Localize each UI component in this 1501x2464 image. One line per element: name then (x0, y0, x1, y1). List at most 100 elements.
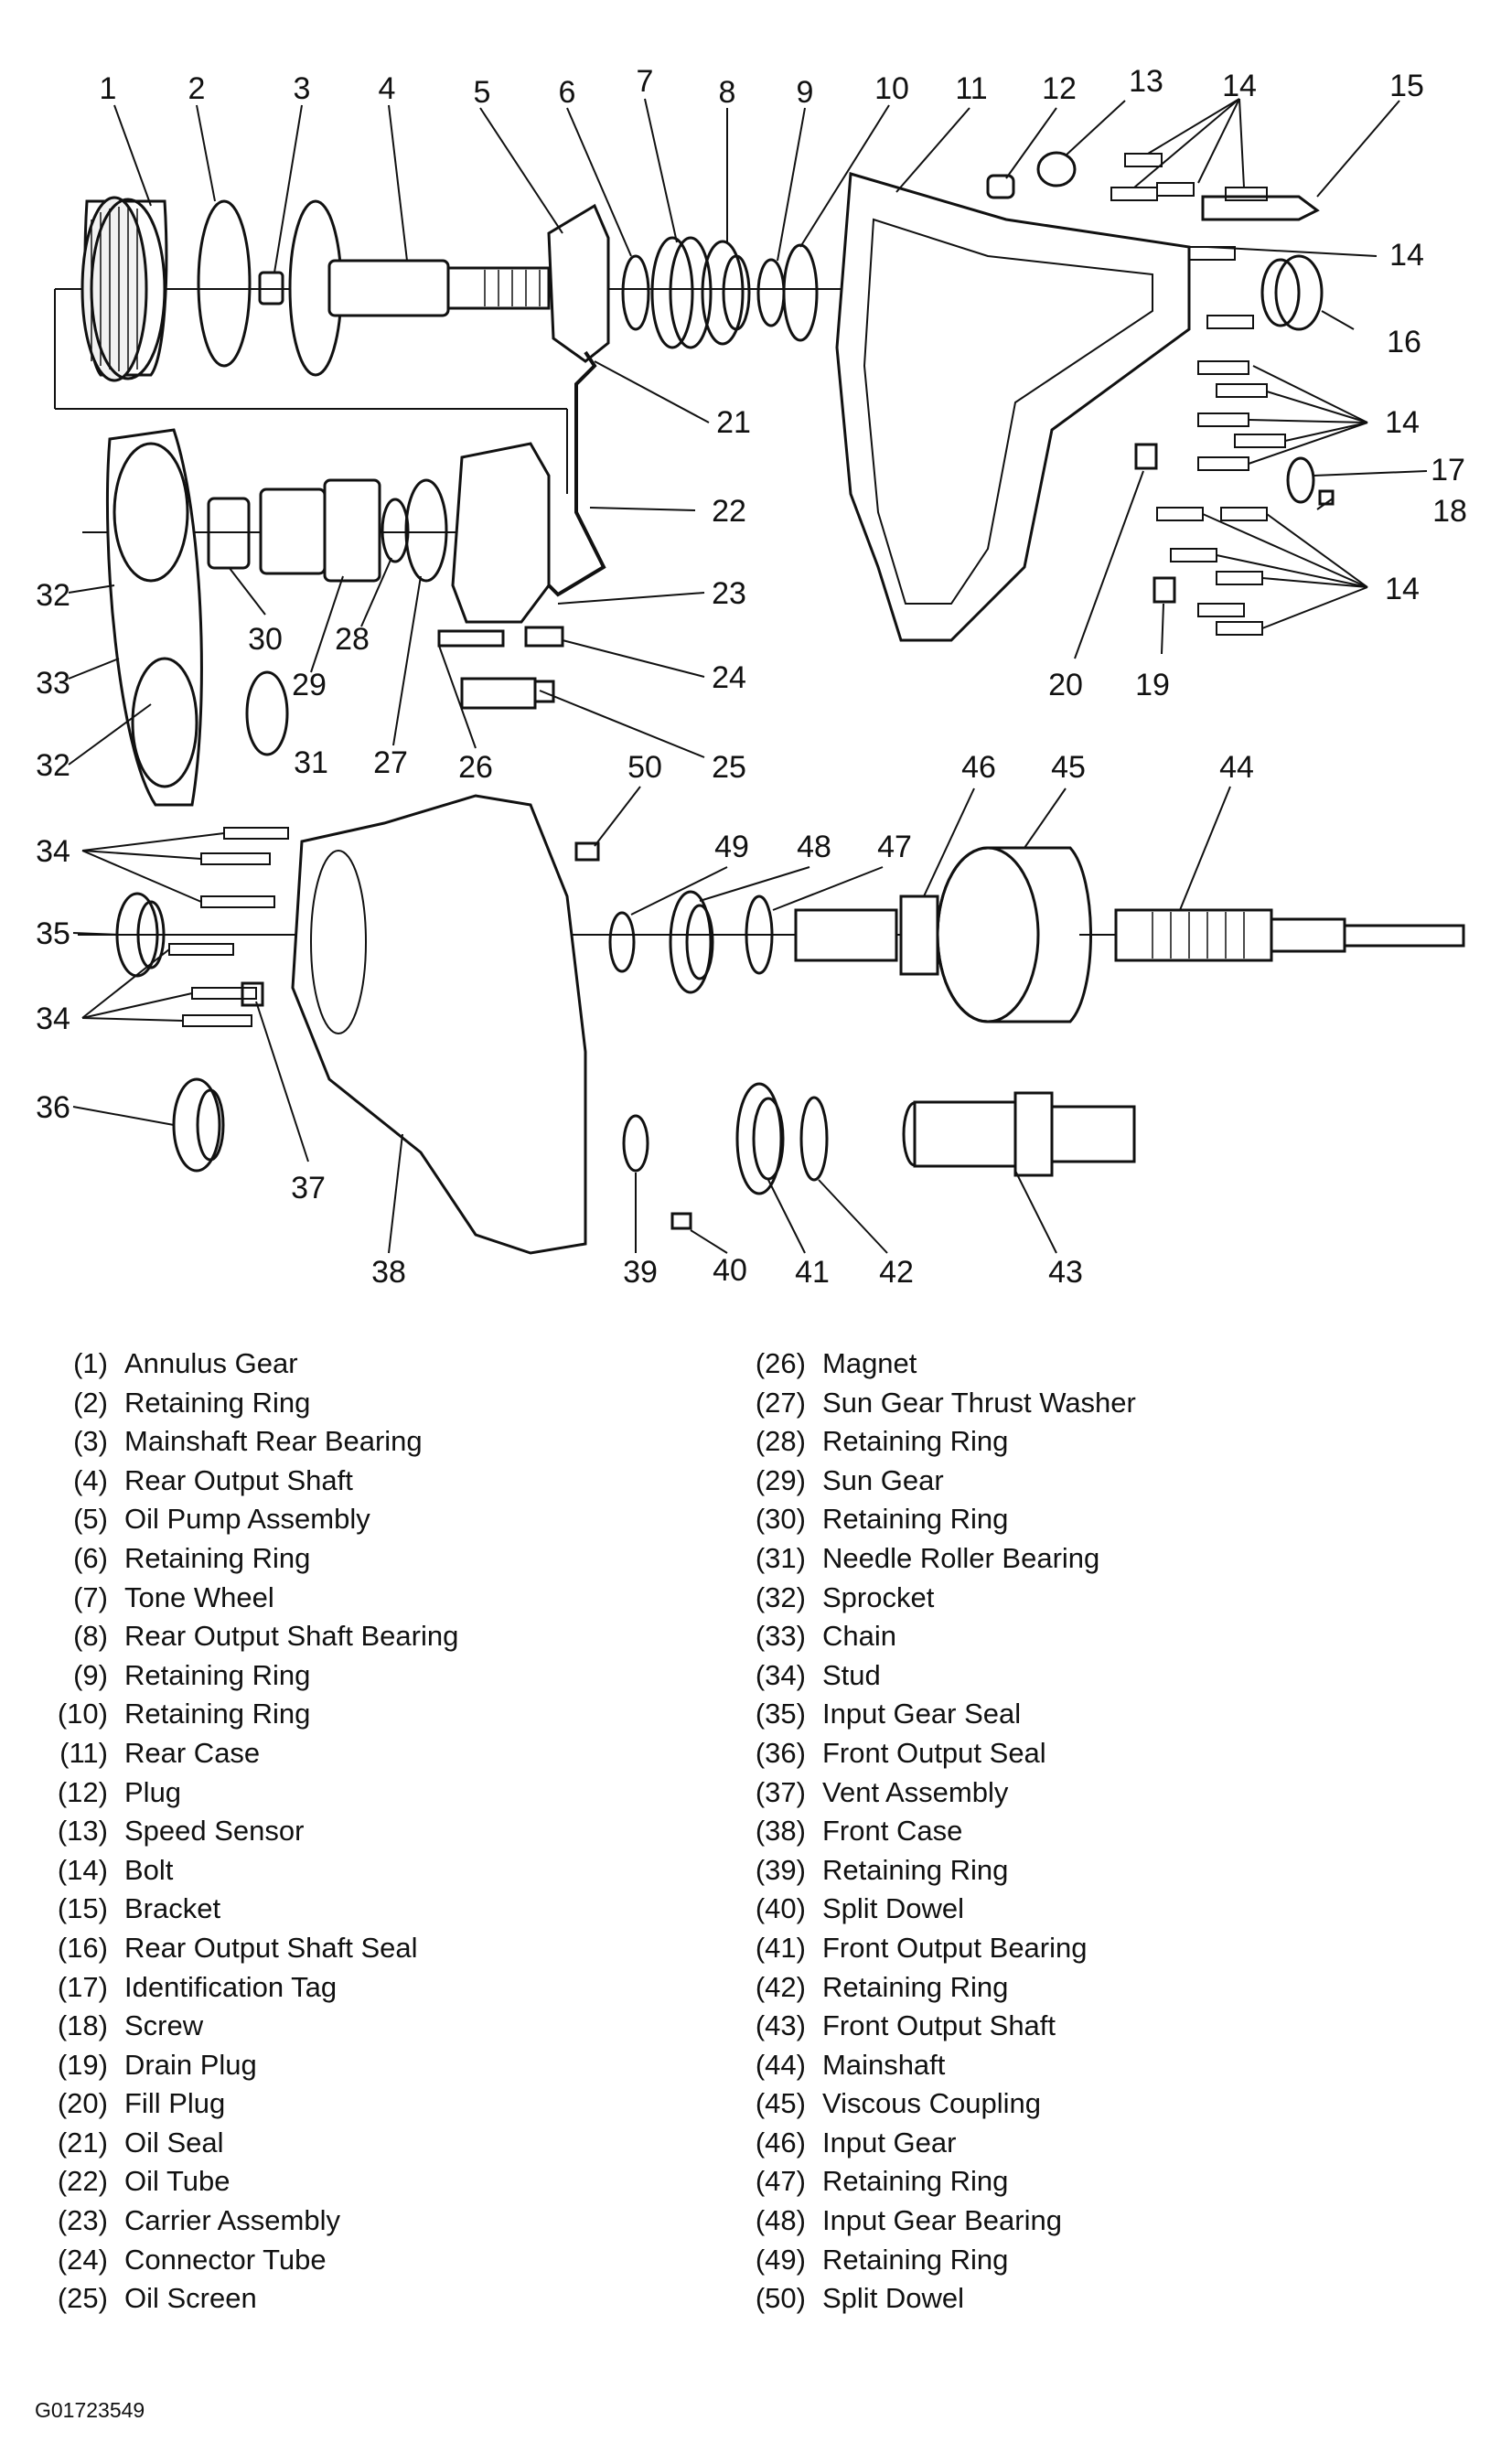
legend-item: (11) Rear Case (29, 1734, 458, 1773)
legend-label: Magnet (822, 1347, 917, 1379)
callout: 16 (1387, 325, 1421, 359)
legend-number: (33) (755, 1620, 806, 1653)
legend-number: (2) (73, 1386, 108, 1419)
legend-number: (19) (57, 2048, 108, 2081)
callout: 34 (36, 1002, 70, 1036)
legend-number: (30) (755, 1503, 806, 1536)
legend-item: (37) Vent Assembly (727, 1773, 1136, 1813)
callout: 44 (1219, 750, 1254, 785)
callout: 19 (1135, 668, 1170, 702)
callout: 3 (294, 71, 311, 106)
legend-number: (48) (755, 2204, 806, 2237)
legend-label: Retaining Ring (822, 1970, 1009, 2003)
legend-item: (46)Input Gear (727, 2124, 1136, 2163)
callout: 42 (879, 1255, 914, 1290)
legend-item: (9)Retaining Ring (29, 1656, 458, 1696)
plug (986, 174, 1015, 199)
legend-label: Rear Case (124, 1736, 261, 1769)
legend-label: Front Output Shaft (822, 2009, 1056, 2042)
legend-number: (18) (57, 2009, 108, 2042)
legend-item: (3)Mainshaft Rear Bearing (29, 1422, 458, 1462)
legend-item: (24)Connector Tube (29, 2241, 458, 2280)
vent-assembly (241, 981, 264, 1007)
callout: 14 (1222, 69, 1257, 103)
callout: 15 (1389, 69, 1424, 103)
callout: 18 (1432, 494, 1467, 529)
callout: 8 (719, 75, 736, 110)
legend-label: Oil Pump Assembly (124, 1503, 370, 1536)
legend-item: (41)Front Output Bearing (727, 1929, 1136, 1968)
retaining-ring-49 (608, 911, 636, 973)
callout: 45 (1051, 750, 1086, 785)
legend-item: (29)Sun Gear (727, 1462, 1136, 1501)
legend-number: (16) (57, 1931, 108, 1964)
legend-item: (13)Speed Sensor (29, 1812, 458, 1851)
legend-item: (16) Rear Output Shaft Seal (29, 1929, 458, 1968)
leader-lines (68, 98, 1428, 1254)
callout: 20 (1048, 668, 1083, 702)
legend-label: Drain Plug (124, 2048, 257, 2081)
rear-output-shaft-bearing (701, 240, 751, 346)
callout: 9 (797, 75, 814, 110)
callout: 32 (36, 748, 70, 783)
callout: 14 (1385, 572, 1420, 606)
callout: 25 (712, 750, 746, 785)
legend-item: (48)Input Gear Bearing (727, 2202, 1136, 2241)
legend-item: (14)Bolt (29, 1851, 458, 1891)
callout: 38 (371, 1255, 406, 1290)
callout: 24 (712, 660, 746, 695)
legend-label: Rear Output Shaft Seal (124, 1931, 418, 1964)
legend-label: Vent Assembly (822, 1775, 1009, 1808)
speed-sensor (1036, 151, 1077, 187)
legend-item: (30) Retaining Ring (727, 1500, 1136, 1539)
callout: 32 (36, 578, 70, 613)
legend-number: (50) (755, 2282, 806, 2315)
legend-label: Front Output Bearing (822, 1931, 1088, 1964)
callout: 22 (712, 494, 746, 529)
legend-label: Oil Tube (124, 2165, 231, 2198)
legend-label: Plug (124, 1775, 182, 1808)
legend-number: (9) (73, 1658, 108, 1691)
legend-number: (37) (755, 1775, 806, 1808)
legend-number: (34) (755, 1658, 806, 1691)
legend-number: (29) (755, 1463, 806, 1496)
legend-item: (10)Retaining Ring (29, 1695, 458, 1734)
legend-label: Retaining Ring (822, 2243, 1009, 2276)
legend-label: Retaining Ring (822, 1853, 1009, 1886)
legend-number: (49) (755, 2243, 806, 2276)
legend-label: Rear Output Shaft (124, 1463, 353, 1496)
callout: 13 (1129, 64, 1163, 99)
legend-label: Retaining Ring (124, 1541, 311, 1574)
legend-number: (8) (73, 1620, 108, 1653)
legend-item: (35)Input Gear Seal (727, 1695, 1136, 1734)
legend-label: Retaining Ring (822, 1503, 1009, 1536)
carrier-assembly (451, 442, 551, 624)
legend-item: (33)Chain (727, 1617, 1136, 1656)
legend-item: (31)Needle Roller Bearing (727, 1539, 1136, 1579)
legend-number: (42) (755, 1970, 806, 2003)
callout: 4 (379, 71, 396, 106)
callout: 31 (294, 745, 328, 780)
sun-gear (259, 478, 381, 583)
retaining-ring-9 (756, 258, 786, 327)
legend-number: (11) (59, 1736, 108, 1769)
front-output-shaft (902, 1091, 1136, 1177)
legend-item: (6)Retaining Ring (29, 1539, 458, 1579)
legend-number: (23) (57, 2204, 108, 2237)
legend-number: (39) (755, 1853, 806, 1886)
callout: 17 (1431, 453, 1465, 487)
magnet (437, 629, 505, 648)
sun-gear-thrust-washer (404, 478, 448, 583)
legend-number: (10) (57, 1698, 108, 1730)
legend-number: (20) (57, 2087, 108, 2120)
callout: 2 (188, 71, 206, 106)
callout: 50 (627, 750, 662, 785)
legend-item: (50)Split Dowel (727, 2279, 1136, 2319)
legend-label: Retaining Ring (822, 2165, 1009, 2198)
legend-label: Viscous Coupling (822, 2087, 1041, 2120)
legend-item: (1)Annulus Gear (29, 1344, 458, 1384)
legend-label: Sprocket (822, 1580, 935, 1613)
legend-number: (12) (57, 1775, 108, 1808)
legend-number: (28) (755, 1425, 806, 1458)
legend-label: Retaining Ring (124, 1386, 311, 1419)
